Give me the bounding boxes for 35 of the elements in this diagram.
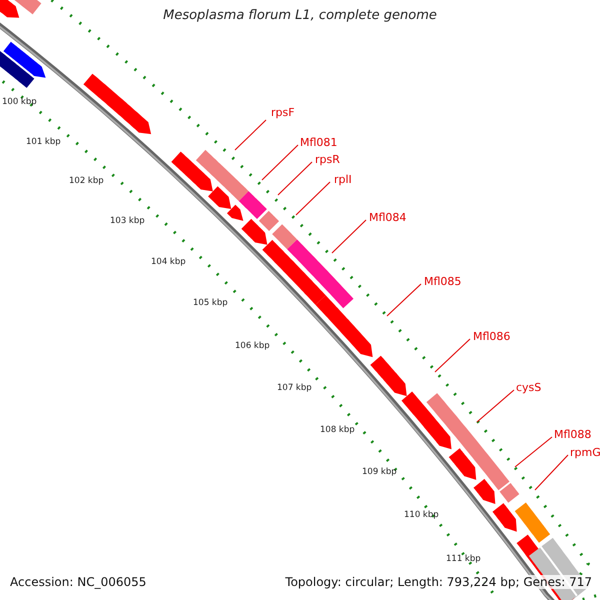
leader-line <box>434 338 470 372</box>
gene-label: cysS <box>516 381 542 394</box>
leader-line <box>234 120 266 150</box>
tick-label: 109 kbp <box>362 467 397 477</box>
gene-label: rpsR <box>315 153 340 166</box>
tick-label: 102 kbp <box>69 176 104 186</box>
tick-label: 105 kbp <box>193 298 228 308</box>
leader-line <box>534 454 568 490</box>
gene-label: Mfl084 <box>369 211 406 224</box>
tick-label: 107 kbp <box>277 383 312 393</box>
gene-label: Mfl086 <box>473 330 510 343</box>
leader-line <box>386 284 422 316</box>
leader-line <box>278 162 312 196</box>
tick-label: 106 kbp <box>235 341 270 351</box>
gene-label: rplI <box>334 173 352 186</box>
leader-line <box>296 182 330 216</box>
gene-label: Mfl088 <box>554 428 592 441</box>
tick-label: 108 kbp <box>320 425 355 435</box>
leader-line <box>476 390 514 422</box>
leader-line <box>514 436 552 468</box>
gene-label: rpmG <box>570 446 600 459</box>
tick-label: 101 kbp <box>26 137 61 147</box>
tick-label: 104 kbp <box>151 257 186 267</box>
gene-label: rpsF <box>271 106 295 119</box>
tick-label: 110 kbp <box>404 510 439 520</box>
leader-line <box>262 144 298 180</box>
accession-text: Accession: NC_006055 <box>10 575 146 589</box>
tick-label: 100 kbp <box>2 97 37 107</box>
map-title: Mesoplasma florum L1, complete genome <box>162 8 438 23</box>
gene-label: Mfl081 <box>300 136 338 149</box>
tick-label: 111 kbp <box>446 554 481 564</box>
leader-line <box>332 220 366 254</box>
tick-label: 103 kbp <box>110 216 145 226</box>
genome-summary-text: Topology: circular; Length: 793,224 bp; Genes: 717 <box>285 575 592 589</box>
gene-label: Mfl085 <box>424 275 462 288</box>
